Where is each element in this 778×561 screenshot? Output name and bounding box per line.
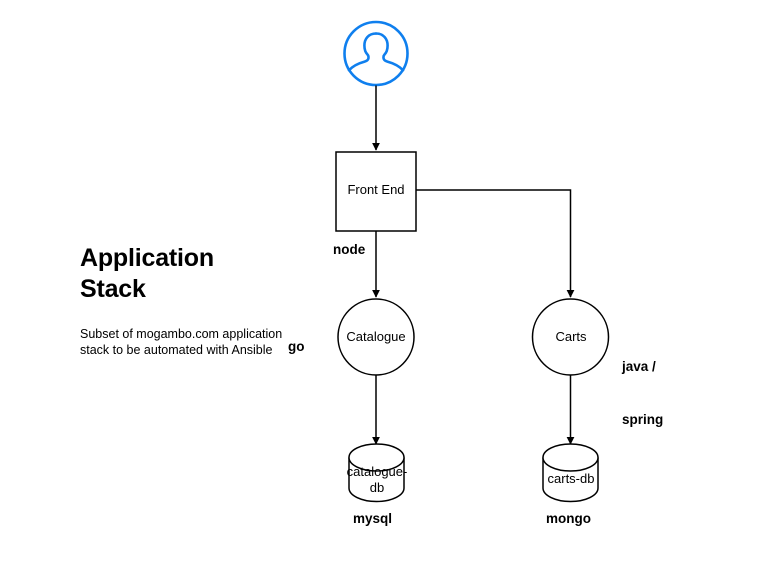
page-title: Application Stack: [80, 243, 300, 306]
node-label-carts-db: carts-db: [547, 471, 595, 486]
node-label-catalogue-db-line-1: catalogue-: [346, 464, 408, 479]
title-block: Application Stack Subset of mogambo.com …: [80, 243, 300, 359]
page-title-line-2: Stack: [80, 275, 146, 304]
tech-label-mysql: mysql: [353, 511, 393, 526]
tech-label-mongo: mongo: [546, 511, 591, 526]
edge-label-node: node: [333, 242, 366, 257]
node-catalogue-db: [348, 443, 405, 503]
tech-label-java-spring: java / spring: [622, 323, 663, 463]
node-label-front-end: Front End: [347, 182, 405, 197]
tech-label-java-line-2: spring: [622, 411, 664, 427]
tech-label-java-line-1: java /: [622, 359, 656, 375]
node-label-catalogue-db-line-2: db: [369, 479, 385, 495]
user-icon: [343, 20, 409, 87]
edge-frontend-to-carts: [416, 189, 575, 298]
node-front-end: [335, 151, 417, 232]
node-label-catalogue-db: catalogue- db: [340, 464, 414, 496]
node-label-carts: Carts: [555, 329, 587, 344]
page-subtitle: Subset of mogambo.com application stack …: [80, 326, 283, 358]
node-carts-db: [542, 443, 599, 503]
node-label-catalogue: Catalogue: [346, 329, 406, 344]
tech-label-go: go: [288, 339, 305, 354]
page-title-line-1: Application: [80, 244, 214, 272]
